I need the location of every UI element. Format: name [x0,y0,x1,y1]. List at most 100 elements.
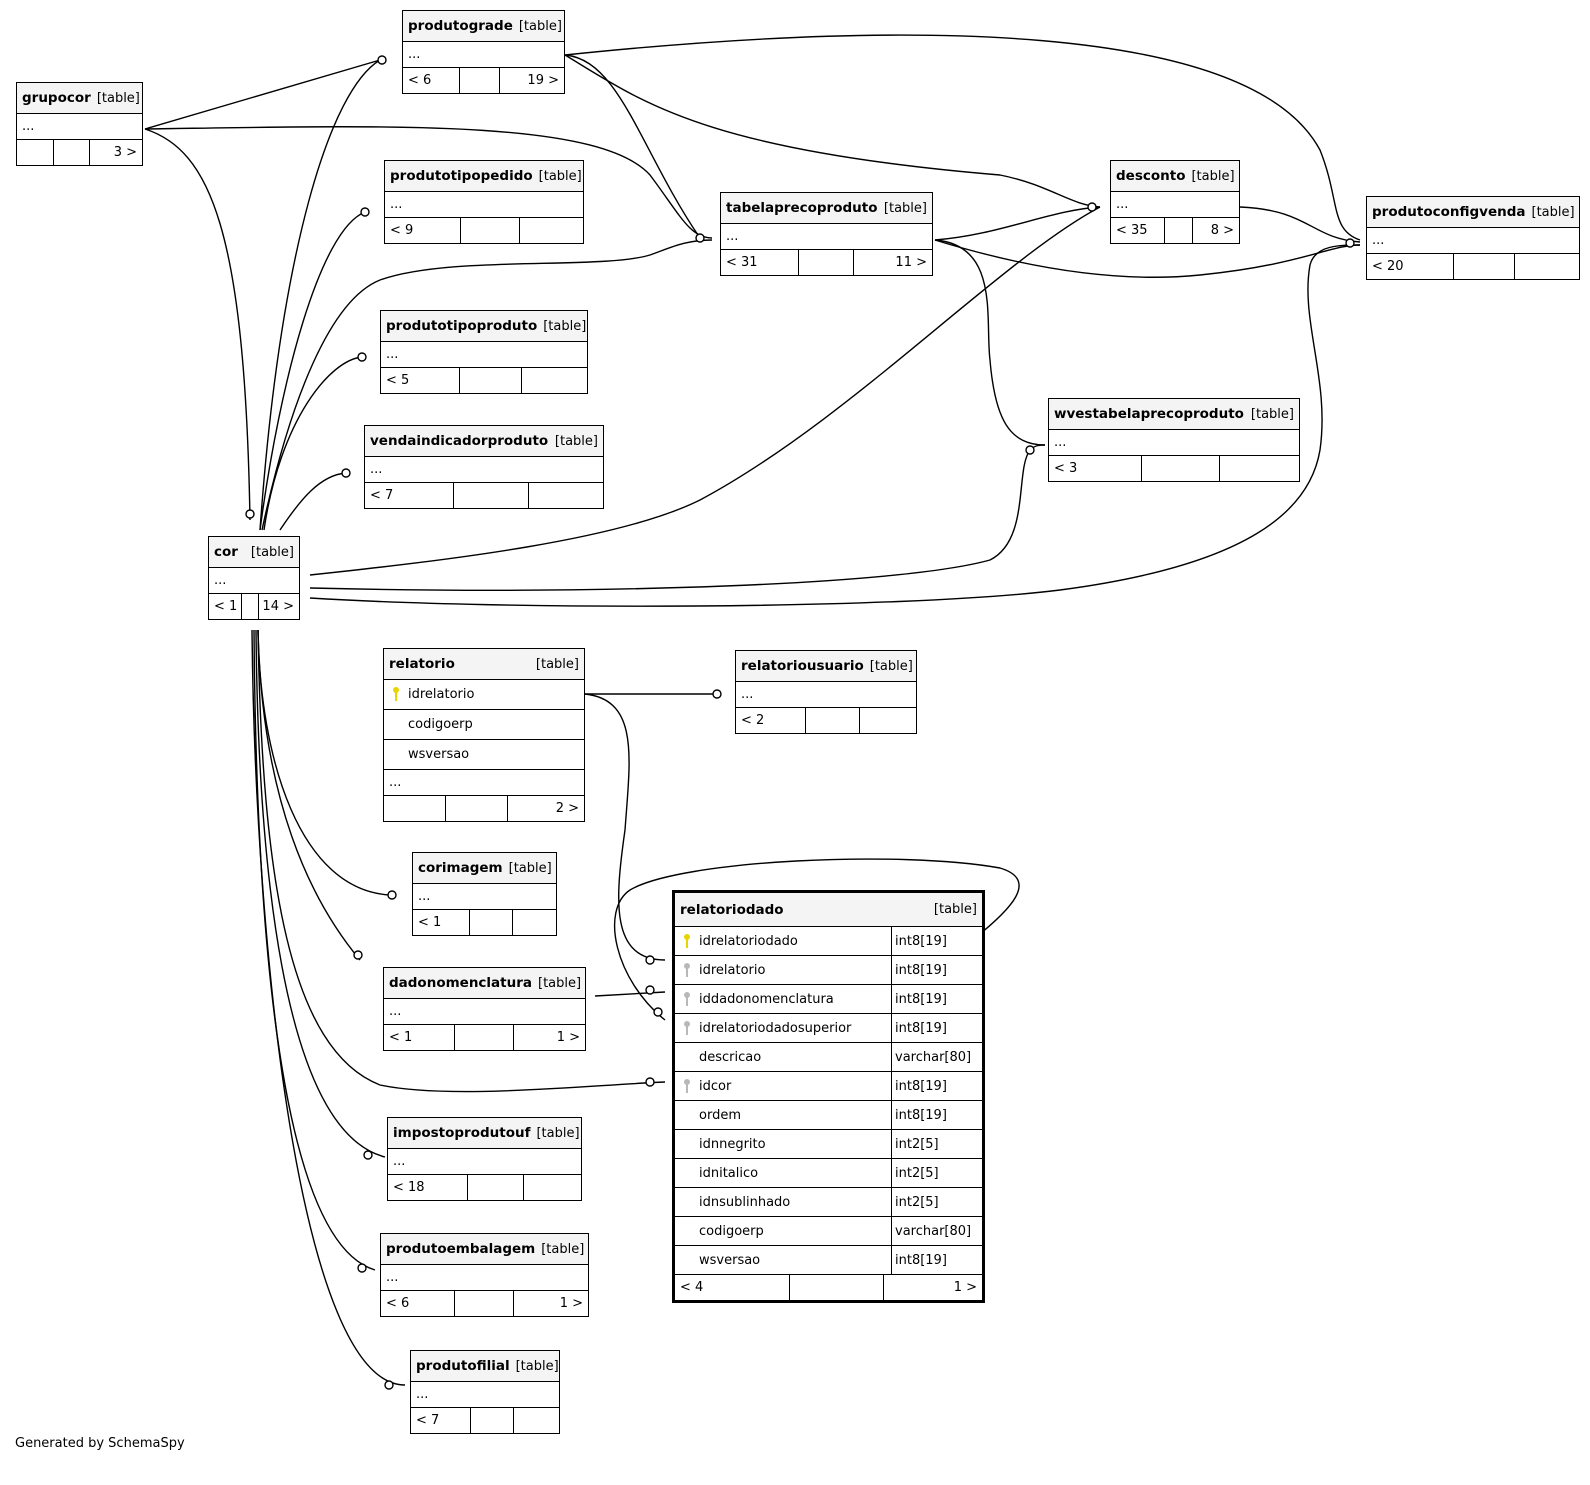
parents-count [1515,254,1579,279]
column-name: wsversao [408,747,470,762]
foreign-key-icon [684,1079,690,1093]
edge-tabelaprecoproduto-produtoconfigvenda [934,239,1361,278]
table-kind: [table] [1250,406,1294,422]
crowfoot-circle [653,1007,663,1017]
table-kind: [table] [543,318,587,334]
column-name: idrelatorio [699,962,766,978]
columns-ellipsis: ... [381,1265,588,1291]
children-count: < 4 [675,1275,790,1300]
table-kind: [table] [538,975,582,991]
parents-count: 11 > [895,255,927,270]
table-produtoconfigvenda[interactable]: produtoconfigvenda [table] ... < 20 [1366,196,1580,280]
table-kind: [table] [508,860,552,876]
edge-dadonomenclatura-relatoriodado [594,991,666,997]
table-kind: [table] [538,168,582,184]
children-count: < 5 [381,368,460,393]
column-name: idnnegrito [699,1136,766,1152]
column-name: idrelatoriodado [699,933,798,949]
crowfoot-circle [1025,445,1035,455]
crowfoot-circle [645,1077,655,1087]
column-type: int2[5] [895,1136,939,1152]
columns-ellipsis: ... [384,770,584,796]
column-type: int2[5] [895,1194,939,1210]
column-row: idrelatorio int8[19] [675,956,982,985]
crowfoot-circle [377,55,387,65]
table-kind: [table] [1191,168,1235,184]
table-relatoriousuario[interactable]: relatoriousuario[table] ... < 2 [735,650,917,734]
columns-ellipsis: ... [1367,228,1579,254]
crowfoot-circle [384,1380,394,1390]
crowfoot-circle [245,509,255,519]
columns-ellipsis: ... [384,999,585,1025]
children-count: < 20 [1367,254,1454,279]
table-relatorio[interactable]: relatorio[table] idrelatorio codigoerp w… [383,648,585,822]
parents-count: 1 > [953,1280,977,1295]
edge-cor-produtotipoproduto [263,356,363,531]
table-name: vendaindicadorproduto [370,433,549,449]
table-name: relatoriodado [680,901,784,918]
table-kind: [table] [536,1125,580,1141]
edge-cor-corimagem [257,629,391,896]
edge-desconto-produtoconfigvenda [1239,206,1361,243]
table-produtofilial[interactable]: produtofilial[table] ... < 7 [410,1350,560,1434]
column-row: idrelatorio [384,680,584,710]
column-list: idrelatoriodado int8[19] idrelatorio int8[1… [675,927,982,1275]
columns-ellipsis: ... [209,568,299,594]
edge-cor-produtoembalagem [253,629,376,1271]
table-kind: [table] [515,1358,559,1374]
columns-ellipsis: ... [403,42,564,68]
edge-cor-dadonomenclatura [257,629,361,961]
parents-count [520,218,583,243]
children-count: < 6 [403,68,460,93]
parents-count: 8 > [1210,223,1234,238]
crowfoot-circle [1345,238,1355,248]
table-produtotipoproduto[interactable]: produtotipoproduto[table] ... < 5 [380,310,588,394]
column-type: int8[19] [895,962,947,978]
column-name: ordem [699,1107,741,1123]
table-name: relatorio [389,656,455,672]
table-grupocor[interactable]: grupocor[table] ... 3 > [16,82,143,166]
table-name: corimagem [418,860,503,876]
children-count [17,140,54,165]
children-count: < 6 [381,1291,455,1316]
columns-ellipsis: ... [413,884,556,910]
columns-ellipsis: ... [411,1382,559,1408]
table-impostoprodutouf[interactable]: impostoprodutouf[table] ... < 18 [387,1117,582,1201]
table-kind: [table] [1531,204,1575,220]
children-count: < 35 [1111,218,1165,243]
column-type: int8[19] [895,1020,947,1036]
crowfoot-circle [353,950,363,960]
column-row: codigoerp [384,710,584,740]
table-name: produtoconfigvenda [1372,204,1526,220]
column-type: varchar[80] [895,1223,972,1239]
children-count: < 7 [411,1408,471,1433]
foreign-key-icon [684,1021,690,1035]
column-name: codigoerp [408,717,473,732]
column-name: wsversao [699,1252,761,1268]
table-vendaindicadorproduto[interactable]: vendaindicadorproduto[table] ... < 7 [364,425,604,509]
children-count: < 1 [384,1025,455,1050]
column-name: idcor [699,1078,732,1094]
column-name: idnitalico [699,1165,759,1181]
table-wvestabelaprecoproduto[interactable]: wvestabelaprecoproduto[table] ... < 3 [1048,398,1300,482]
edge-tabelaprecoproduto-desconto [934,206,1101,241]
column-name: iddadonomenclatura [699,991,834,1007]
table-produtotipopedido[interactable]: produtotipopedido[table] ... < 9 [384,160,584,244]
table-name: grupocor [22,90,91,106]
column-row: wsversao [384,740,584,770]
table-kind: [table] [96,90,140,106]
table-corimagem[interactable]: corimagem[table] ... < 1 [412,852,557,936]
crowfoot-circle [363,1150,373,1160]
crowfoot-circle [357,1263,367,1273]
